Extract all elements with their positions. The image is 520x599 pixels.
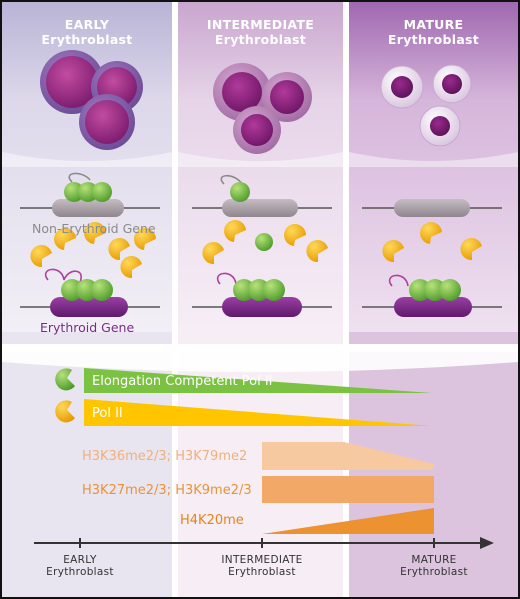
pol2-label: Pol II	[92, 406, 123, 421]
mature-panel	[349, 2, 518, 332]
intermediate-cells	[213, 63, 312, 154]
erythroid-gene-bars	[50, 297, 472, 317]
intermediate-panel	[178, 2, 343, 332]
early-cells	[40, 50, 143, 150]
mark2-bar	[262, 476, 434, 503]
non-erythroid-gene-label: Non-Erythroid Gene	[32, 221, 156, 236]
mark2-label: H3K27me2/3; H3K9me2/3	[82, 483, 252, 498]
non-erythroid-gene-bars	[52, 199, 470, 217]
axis-stage: MATURE	[411, 554, 457, 566]
timeline-arrowhead	[480, 537, 494, 549]
free-pol2	[30, 220, 482, 279]
stage-cell: Erythroblast	[387, 32, 480, 47]
elongating-pol2-nonerythroid	[64, 182, 250, 202]
stage-name: EARLY	[64, 17, 110, 32]
axis-stage: INTERMEDIATE	[221, 554, 303, 566]
mark1-bar	[262, 442, 434, 470]
axis-label-mature: MATURE Erythroblast	[389, 554, 479, 578]
pol2-wedge	[84, 399, 432, 426]
mark1-label: H3K36me2/3; H3K79me2	[82, 449, 248, 464]
stage-name: MATURE	[403, 17, 464, 32]
mature-cells	[380, 64, 472, 147]
axis-label-early: EARLY Erythroblast	[35, 554, 125, 578]
axis-stage: EARLY	[63, 554, 97, 566]
stage-title-early: EARLY Erythroblast	[2, 17, 172, 47]
yellow-pol2-icon	[55, 400, 75, 423]
stage-cell: Erythroblast	[214, 32, 307, 47]
axis-cell: Erythroblast	[228, 566, 296, 578]
stage-title-intermediate: INTERMEDIATE Erythroblast	[178, 17, 343, 47]
mark3-wedge	[262, 508, 434, 534]
mark3-label: H4K20me	[180, 513, 244, 528]
elongating-pol2-erythroid	[61, 233, 461, 301]
axis-label-intermediate: INTERMEDIATE Erythroblast	[202, 554, 322, 578]
axis-cell: Erythroblast	[400, 566, 468, 578]
stage-cell: Erythroblast	[41, 32, 133, 47]
elongation-competent-wedge	[84, 368, 432, 393]
green-pol2-icon	[55, 368, 75, 391]
erythroid-gene-label: Erythroid Gene	[40, 320, 135, 335]
axis-cell: Erythroblast	[46, 566, 114, 578]
stage-title-mature: MATURE Erythroblast	[349, 17, 518, 47]
stage-name: INTERMEDIATE	[206, 17, 315, 32]
elongation-label: Elongation Competent Pol II	[92, 374, 273, 389]
